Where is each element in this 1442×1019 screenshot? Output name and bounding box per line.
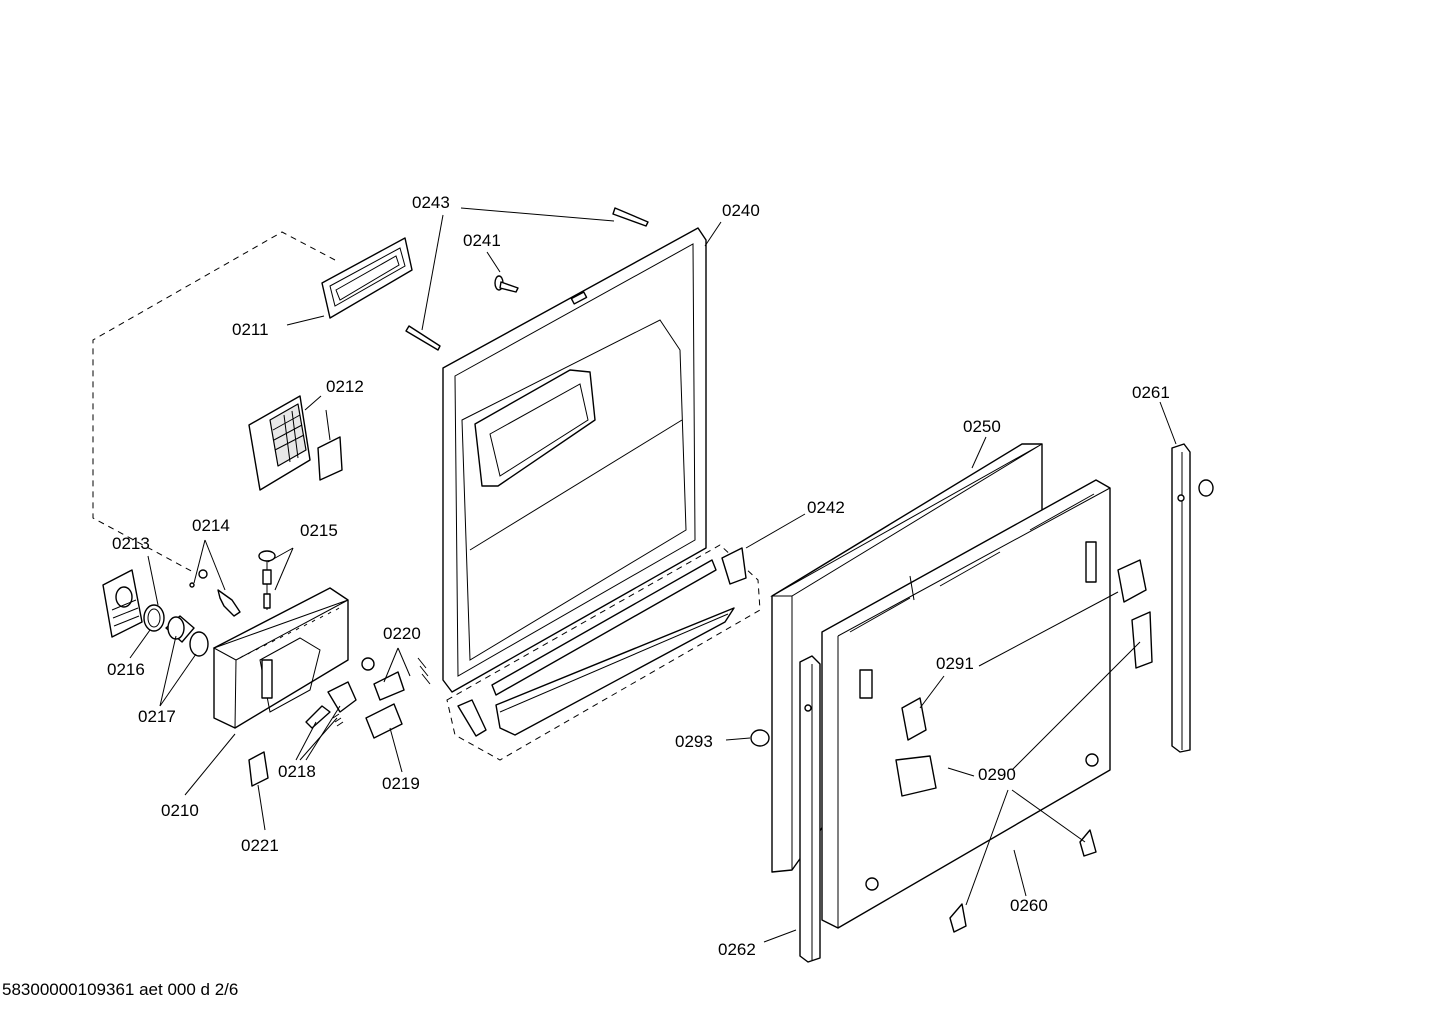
part-0293-knob <box>750 729 770 747</box>
label-0243: 0243 <box>412 193 450 212</box>
label-0218: 0218 <box>278 762 316 781</box>
part-0220-pins <box>361 657 431 701</box>
part-0291-latch <box>901 559 1147 741</box>
label-0216: 0216 <box>107 660 145 679</box>
dashed-assembly-outline <box>92 231 336 574</box>
label-0261: 0261 <box>1132 383 1170 402</box>
label-0260: 0260 <box>1010 896 1048 915</box>
part-0218-levers <box>305 681 357 729</box>
part-0240-inner-door <box>442 227 707 693</box>
part-0290-hinges <box>895 611 1153 933</box>
label-0262: 0262 <box>718 940 756 959</box>
part-0215-bolt <box>258 550 276 610</box>
part-0260-front-panel <box>821 479 1111 929</box>
part-0211-frame <box>321 237 413 319</box>
label-0217: 0217 <box>138 707 176 726</box>
label-0240: 0240 <box>722 201 760 220</box>
label-0291: 0291 <box>936 654 974 673</box>
part-0219-switch <box>365 703 403 739</box>
document-code: 58300000109361 aet 000 d 2/6 <box>2 980 239 999</box>
leader-lines <box>129 207 1177 943</box>
label-0210: 0210 <box>161 801 199 820</box>
part-0214-screw <box>189 569 241 617</box>
part-0262-side-rail <box>799 655 821 963</box>
part-0243-screws <box>405 207 649 351</box>
part-0242-strip <box>457 547 747 737</box>
part-0210-housing <box>212 587 349 729</box>
part-0261-side-rail <box>1171 443 1214 753</box>
label-0242: 0242 <box>807 498 845 517</box>
part-0213-cap <box>102 569 143 638</box>
part-0241-screw <box>494 275 519 293</box>
label-0241: 0241 <box>463 231 501 250</box>
label-0214: 0214 <box>192 516 230 535</box>
label-0211: 0211 <box>232 320 269 339</box>
part-0221-clip <box>248 751 269 787</box>
label-0293: 0293 <box>675 732 713 751</box>
label-0221: 0221 <box>241 836 279 855</box>
part-0216-ring <box>143 604 165 632</box>
label-0220: 0220 <box>383 624 421 643</box>
dashed-strip-outline <box>446 544 761 761</box>
label-0213: 0213 <box>112 534 150 553</box>
label-0212: 0212 <box>326 377 364 396</box>
part-0217-nozzle <box>165 615 209 657</box>
label-0290: 0290 <box>978 765 1016 784</box>
label-0215: 0215 <box>300 521 338 540</box>
label-0250: 0250 <box>963 417 1001 436</box>
label-0219: 0219 <box>382 774 420 793</box>
part-0212-panel <box>248 395 343 491</box>
